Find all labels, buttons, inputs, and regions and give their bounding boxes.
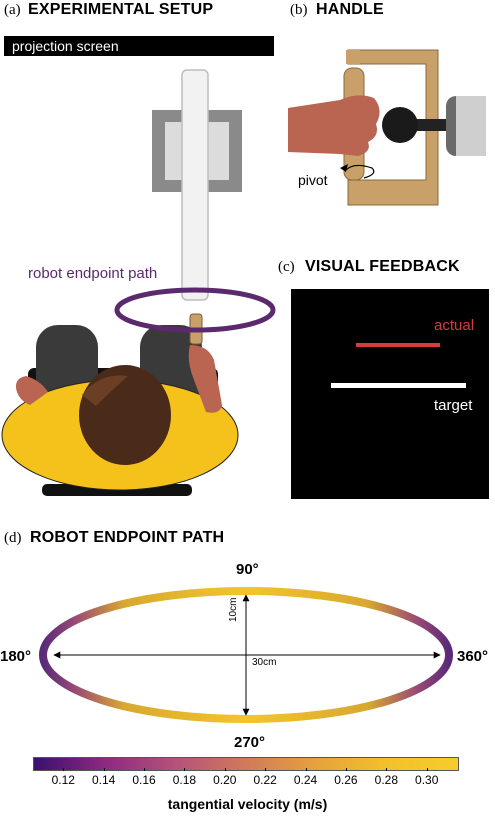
velocity-colorbar: [33, 757, 459, 771]
colorbar-tick-mark: [345, 768, 347, 771]
colorbar-tick-mark: [63, 768, 65, 771]
projection-screen: projection screen: [4, 36, 274, 56]
colorbar-tick-mark: [426, 768, 428, 771]
colorbar-tick-label: 0.24: [293, 773, 318, 787]
angle-90-label: 90°: [236, 561, 259, 578]
colorbar-tick-label: 0.18: [172, 773, 197, 787]
velocity-colored-path: [39, 587, 453, 723]
colorbar-tick-label: 0.30: [415, 773, 439, 787]
colorbar-label: tangential velocity (m/s): [167, 796, 328, 812]
bearing-ball: [382, 107, 418, 143]
hair-highlight: [82, 375, 128, 406]
colorbar-tick-label: 0.22: [253, 773, 277, 787]
right-arm: [188, 345, 222, 413]
panel-c-title: VISUAL FEEDBACK: [305, 258, 460, 275]
actual-label: actual: [434, 317, 475, 334]
colorbar-tick-label: 0.26: [334, 773, 358, 787]
colorbar-tick-mark: [144, 768, 146, 771]
target-line: [331, 383, 466, 388]
pivot-arrowhead: [340, 164, 348, 172]
hand: [288, 95, 380, 156]
frame-top-left: [346, 50, 360, 64]
colorbar-tick-mark: [265, 768, 267, 771]
robot-endpoint-path-label: robot endpoint path: [28, 265, 158, 282]
colorbar-tick-label: 0.16: [132, 773, 156, 787]
colorbar-tick-mark: [305, 768, 307, 771]
panel-d-title: ROBOT ENDPOINT PATH: [30, 529, 225, 546]
panel-b-label: (b): [290, 2, 308, 18]
panel-c-label: (c): [278, 259, 295, 275]
panel-d-label: (d): [4, 530, 22, 546]
colorbar-tick-mark: [224, 768, 226, 771]
experimental-setup-illustration: [1, 69, 276, 496]
colorbar-tick-mark: [184, 768, 186, 771]
panel-a-title: EXPERIMENTAL SETUP: [28, 1, 214, 18]
pivot-label: pivot: [298, 172, 328, 188]
angle-270-label: 270°: [234, 734, 266, 751]
panel-a-label: (a): [4, 2, 21, 18]
robot-endpoint-path: [114, 287, 276, 333]
colorbar-ticks: 0.12 0.14 0.16 0.18 0.20 0.22 0.24 0.26 0.28 0.30: [33, 768, 459, 791]
colorbar-tick-label: 0.20: [213, 773, 237, 787]
visual-feedback-screen: actual target: [291, 289, 489, 499]
colorbar-tick-mark: [103, 768, 105, 771]
colorbar-tick-label: 0.14: [91, 773, 116, 787]
vertical-dimension-label: 10cm: [228, 597, 239, 622]
angle-360-label: 360°: [457, 648, 489, 665]
left-arm: [15, 376, 48, 405]
colorbar-tick-mark: [386, 768, 388, 771]
handle-frame: [347, 49, 439, 206]
panel-b-title: HANDLE: [316, 1, 384, 18]
endpoint-path-diagram: [39, 587, 453, 723]
handle-illustration: [288, 49, 486, 206]
pivot-arrow: [345, 164, 375, 179]
angle-180-label: 180°: [0, 648, 32, 665]
colorbar-tick-label: 0.28: [374, 773, 398, 787]
force-sensor-face: [456, 96, 486, 156]
horizontal-dimension-label: 30cm: [252, 657, 277, 668]
actual-cursor-line: [356, 343, 440, 347]
head: [79, 365, 171, 465]
robot-arm: [181, 69, 209, 301]
target-label: target: [434, 397, 473, 414]
colorbar-tick-label: 0.12: [51, 773, 75, 787]
